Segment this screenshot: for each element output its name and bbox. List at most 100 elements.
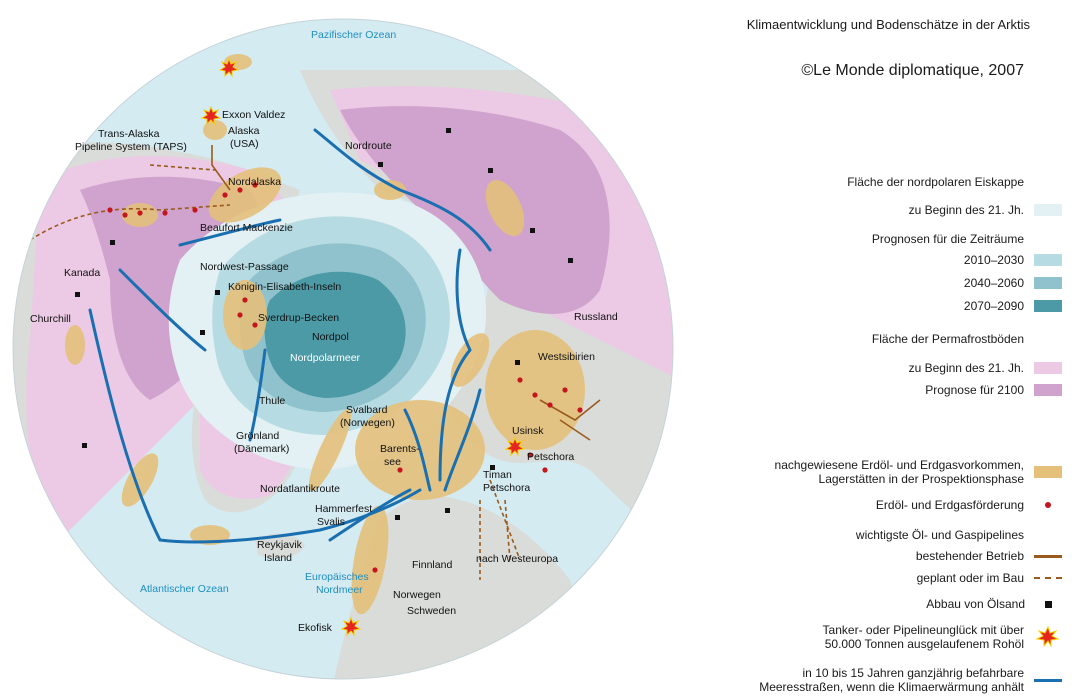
oilsand-sites <box>75 128 573 520</box>
legend-forecast-header: Prognosen für die Zeiträume <box>871 232 1024 246</box>
legend-ice-today: zu Beginn des 21. Jh. <box>909 203 1062 217</box>
accident-star <box>218 57 240 78</box>
legend-perma-today: zu Beginn des 21. Jh. <box>909 361 1062 375</box>
label-groenland: Grönland <box>236 430 279 442</box>
production-dot <box>372 567 378 573</box>
deposit-area <box>485 179 525 237</box>
label-nordroute: Nordroute <box>345 140 392 152</box>
deposit-area <box>65 325 85 365</box>
pipelines <box>29 145 601 580</box>
legend-2070: 2070–2090 <box>964 299 1062 313</box>
legend-oilsand: Abbau von Ölsand <box>926 597 1062 611</box>
label-taps-1: Trans-Alaska <box>98 128 160 140</box>
deposit-area <box>121 453 159 507</box>
legend-swatch <box>1034 254 1062 266</box>
deposit-area <box>190 525 230 545</box>
label-atlantic: Atlantischer Ozean <box>140 583 229 595</box>
label-nordpolarmeer: Nordpolarmeer <box>290 352 361 364</box>
label-island: Island <box>264 552 292 564</box>
map-title: Klimaentwicklung und Bodenschätze in der… <box>746 17 1030 32</box>
label-norwegen: Norwegen <box>393 589 441 601</box>
accident-star <box>200 105 222 126</box>
label-kanada: Kanada <box>64 267 100 279</box>
label-schweden: Schweden <box>407 605 456 617</box>
label-westeuropa: nach Westeuropa <box>476 553 558 565</box>
label-norwegen-paren: (Norwegen) <box>340 417 395 429</box>
deposit-area <box>208 167 282 223</box>
production-dot <box>577 407 583 413</box>
oilsand-square <box>75 292 80 297</box>
deposit-area <box>351 505 389 615</box>
label-beaufort: Beaufort Mackenzie <box>200 222 293 234</box>
map-credit: ©Le Monde diplomatique, 2007 <box>801 62 1024 79</box>
pipeline-planned-icon <box>1034 577 1062 579</box>
legend-swatch <box>1034 300 1062 312</box>
accident-star <box>504 436 526 457</box>
label-finnland: Finnland <box>412 559 452 571</box>
pipeline-planned <box>149 164 216 171</box>
oilsand-square <box>215 290 220 295</box>
label-russland: Russland <box>574 311 618 323</box>
oilsand-square <box>82 443 87 448</box>
sea-route <box>248 348 267 442</box>
accident-star <box>340 616 362 637</box>
legend-2040: 2040–2060 <box>964 276 1062 290</box>
label-svalis: Svalis <box>317 516 345 528</box>
production-dot <box>542 467 548 473</box>
sea-route <box>118 268 207 352</box>
legend-pipe-planned: geplant oder im Bau <box>917 571 1062 585</box>
label-barents-1: Barents- <box>380 443 420 455</box>
label-europ-2: Nordmeer <box>316 584 363 596</box>
legend-deposits: nachgewiesene Erdöl- und Erdgasvorkommen… <box>762 458 1062 486</box>
production-dot <box>252 322 258 328</box>
production-dot <box>137 210 143 216</box>
oilsand-square <box>446 128 451 133</box>
sea-route <box>328 488 412 542</box>
label-pacific: Pazifischer Ozean <box>311 29 396 41</box>
production-dot <box>547 402 553 408</box>
sea-route-icon <box>1034 678 1062 682</box>
legend-swatch <box>1034 362 1062 374</box>
label-europ-1: Europäisches <box>305 571 369 583</box>
label-taps-2: Pipeline System (TAPS) <box>75 141 187 153</box>
oilsand-square <box>110 240 115 245</box>
sea-route <box>313 128 492 252</box>
label-barents-2: see <box>384 456 401 468</box>
oilsand-square-icon <box>1045 600 1052 608</box>
label-sverdrup: Sverdrup-Becken <box>258 312 339 324</box>
sea-route <box>178 218 282 247</box>
label-nwpassage: Nordwest-Passage <box>200 261 289 273</box>
oilsand-square <box>488 168 493 173</box>
production-dot <box>532 392 538 398</box>
label-nordatlantik: Nordatlantikroute <box>260 483 340 495</box>
production-dot <box>192 207 198 213</box>
deposit-area <box>223 280 267 350</box>
label-timan: Timan <box>483 469 512 481</box>
production-dot <box>527 452 533 458</box>
oilsand-square <box>568 258 573 263</box>
legend-production: Erdöl- und Erdgasförderung <box>876 498 1062 512</box>
label-westsibirien: Westsibirien <box>538 351 595 363</box>
production-dot <box>562 387 568 393</box>
label-usa: (USA) <box>230 138 259 150</box>
oilsand-square <box>530 228 535 233</box>
deposit-area <box>374 180 406 200</box>
legend-swatch <box>1034 384 1062 396</box>
production-dot <box>397 467 403 473</box>
oilsand-square <box>445 508 450 513</box>
label-petschora-2: Petschora <box>483 482 530 494</box>
legend-swatch <box>1034 204 1062 216</box>
pipeline-planned <box>479 479 521 580</box>
label-reykjavik: Reykjavik <box>257 539 303 551</box>
label-petschora: Petschora <box>527 451 574 463</box>
land-iceland <box>255 533 305 559</box>
label-hammerfest: Hammerfest <box>315 503 372 515</box>
pipeline-existing <box>211 145 231 191</box>
accident-star-icon <box>1035 626 1060 648</box>
label-alaska: Alaska <box>228 125 260 137</box>
arctic-map: Pazifischer Ozean Atlantischer Ozean Exx… <box>12 18 674 680</box>
legend-ice-header: Fläche der nordpolaren Eiskappe <box>847 175 1024 189</box>
oilsand-square <box>395 515 400 520</box>
legend-perma-header: Fläche der Permafrostböden <box>871 332 1024 346</box>
production-dot <box>162 210 168 216</box>
